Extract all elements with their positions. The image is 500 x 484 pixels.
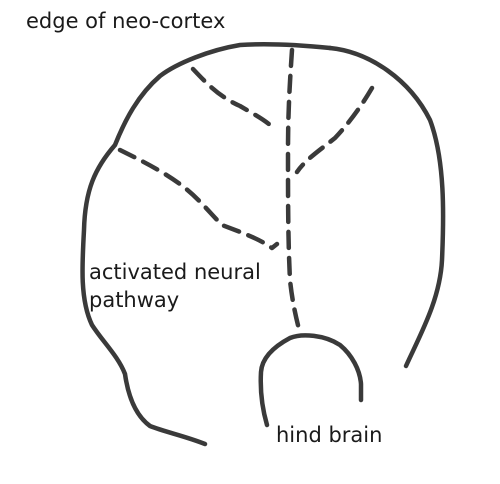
central-neural-pathway	[285, 47, 303, 336]
activated-pathway-label-line1: activated neural	[89, 260, 261, 284]
neocortex-outline-left	[80, 41, 333, 447]
activated-pathway-label: activated neural pathway	[89, 258, 261, 314]
hind-brain-label: hind brain	[276, 423, 383, 447]
neocortex-edge-label: edge of neo-cortex	[26, 9, 226, 33]
activated-neural-pathway	[117, 147, 280, 251]
right-neural-pathway	[294, 85, 375, 175]
hind-brain-outline	[258, 333, 364, 428]
neocortex-outline-right	[327, 45, 446, 369]
upper-left-neural-pathway	[190, 66, 273, 128]
activated-pathway-label-line2: pathway	[89, 288, 180, 312]
